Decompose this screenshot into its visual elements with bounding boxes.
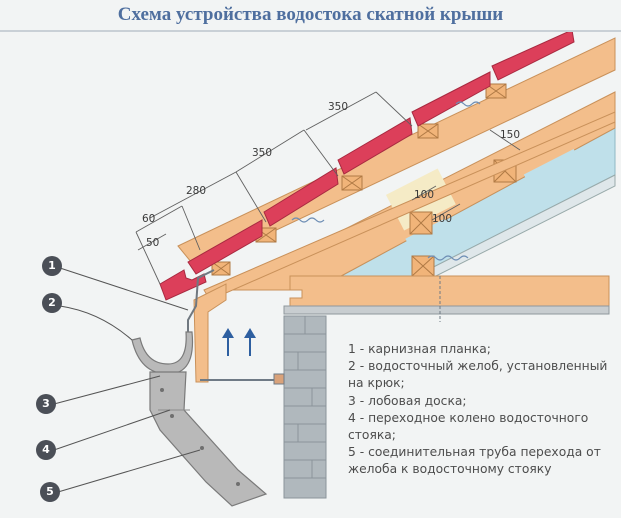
legend-item-5: 5 - соединительная труба перехода от жел… <box>348 445 601 477</box>
legend-item-3: 3 - лобовая доска; <box>348 393 467 408</box>
legend-item-1: 1 - карнизная планка; <box>348 342 491 356</box>
counter-battens <box>211 83 517 277</box>
insulation-block-1 <box>405 218 459 266</box>
pipe-rivet-2 <box>170 414 174 418</box>
title-divider <box>0 30 621 32</box>
ventilation-arrows <box>222 328 256 356</box>
downpipe <box>149 371 268 507</box>
legend: 1 - карнизная планка; 2 - водосточный же… <box>348 341 614 479</box>
page-title: Схема устройства водостока скатной крыши <box>117 4 504 25</box>
callout-marker-5: 5 <box>40 482 60 502</box>
dimension-lines <box>135 91 521 285</box>
callout-marker-3: 3 <box>36 394 56 414</box>
callout-marker-4: 4 <box>36 440 56 460</box>
dim-label-150: 150 <box>500 129 520 141</box>
gutter <box>131 331 194 375</box>
airflow-waves <box>291 101 481 261</box>
dim-label-50: 50 <box>146 237 159 249</box>
roof-tiles <box>159 32 575 301</box>
brick-wall <box>283 315 327 499</box>
dim-label-350-a: 350 <box>252 147 272 159</box>
callout-leaders <box>53 267 201 493</box>
legend-item-4: 4 - переходное колено водосточного стояк… <box>348 410 589 443</box>
callout-marker-1: 1 <box>42 256 62 276</box>
soffit-bracket <box>273 373 285 385</box>
ceiling-beam <box>289 275 610 307</box>
roof-drainage-diagram: 50 60 280 350 350 100 100 150 <box>53 32 616 507</box>
dim-label-350-b: 350 <box>328 101 348 113</box>
callout-marker-2: 2 <box>42 293 62 313</box>
dim-label-280: 280 <box>186 185 206 197</box>
ceiling-plate <box>283 305 610 315</box>
dim-label-100-b: 100 <box>432 213 452 225</box>
dim-label-100-a: 100 <box>414 189 434 201</box>
pipe-rivet-1 <box>160 388 164 392</box>
insulation-block-3 <box>523 149 589 203</box>
legend-item-2: 2 - водосточный желоб, установленный на … <box>348 359 608 391</box>
dim-label-60: 60 <box>142 213 155 225</box>
insulation-block-2 <box>465 191 519 239</box>
fascia-board <box>193 283 227 383</box>
pipe-rivet-3 <box>200 446 204 450</box>
pipe-rivet-4 <box>236 482 240 486</box>
